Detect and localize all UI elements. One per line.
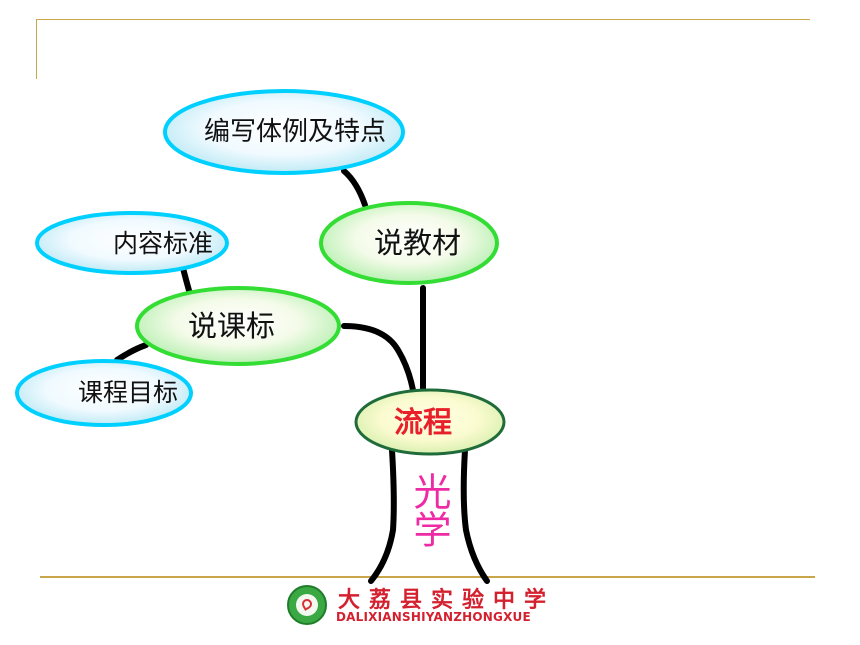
trunk-right xyxy=(460,447,490,584)
branch-jiaocai-bianxie xyxy=(341,168,368,208)
node-kebiao-shape xyxy=(135,286,341,366)
node-jiaocai-shape xyxy=(319,201,499,285)
node-liucheng-shape xyxy=(354,388,506,456)
node-neirong-label: 内容标准 xyxy=(113,229,214,258)
node-liucheng-label: 流程 xyxy=(394,405,453,439)
left-frame-line xyxy=(36,19,37,79)
top-frame-line xyxy=(37,19,810,20)
vertical-label-guangxue: 光学 xyxy=(407,472,451,548)
node-jiaocai-label: 说教材 xyxy=(374,226,462,260)
node-neirong-shape xyxy=(35,211,229,275)
branch-kebiao-mubiao xyxy=(114,342,149,363)
node-bianxie-label: 编写体例及特点 xyxy=(204,117,387,147)
trunk-left xyxy=(368,447,397,584)
branch-kebiao-neirong xyxy=(180,265,193,297)
school-name-cn: 大荔县实验中学 xyxy=(338,587,556,613)
school-logo-icon xyxy=(287,585,327,625)
school-name-en: DALIXIANSHIYANZHONGXUE xyxy=(336,610,531,624)
node-kebiao-label: 说课标 xyxy=(188,309,276,343)
node-mubiao-shape xyxy=(15,359,193,427)
node-mubiao-label: 课程目标 xyxy=(78,378,179,407)
bottom-frame-line xyxy=(40,576,815,578)
branch-root-kebiao xyxy=(341,323,417,399)
node-bianxie-shape xyxy=(163,89,405,175)
